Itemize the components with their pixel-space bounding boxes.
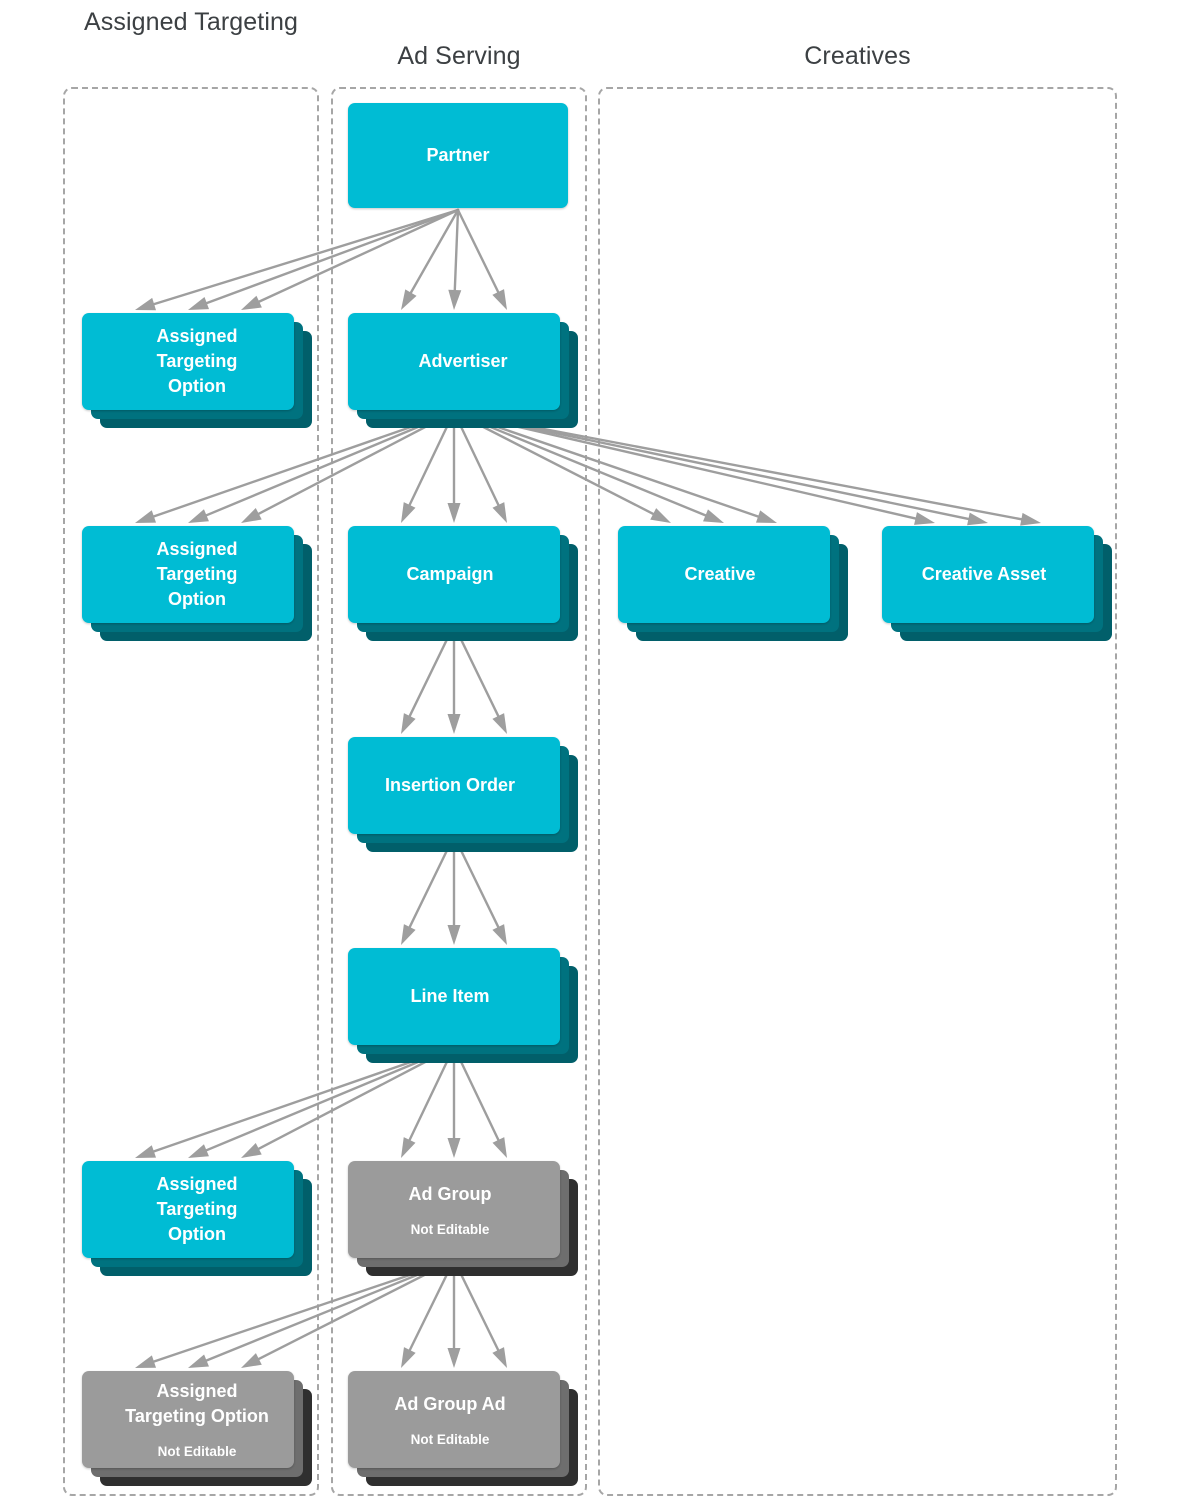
node-title: Line Item <box>410 986 490 1006</box>
column-header-label: Creatives <box>804 42 911 70</box>
node-card[interactable]: Assigned Targeting Option <box>82 1161 294 1258</box>
node-title: Creative <box>684 564 756 584</box>
node-card[interactable]: Advertiser <box>348 313 560 410</box>
node-title: Insertion Order <box>384 775 516 795</box>
node-assigned-targeting-option-advertiser[interactable]: Assigned Targeting Option <box>82 526 312 641</box>
column-header-assigned-targeting: Assigned Targeting <box>63 6 319 39</box>
node-title: Advertiser <box>418 351 508 371</box>
group-container-creatives <box>598 87 1117 1496</box>
node-title: Assigned Targeting Option <box>125 1381 269 1426</box>
node-status-label: Not Editable <box>157 1444 237 1459</box>
node-card[interactable]: Creative <box>618 526 830 623</box>
node-line-item[interactable]: Line Item <box>348 948 578 1063</box>
node-title: Assigned Targeting Option <box>156 326 238 396</box>
node-ad-group-ad[interactable]: Ad Group Ad Not Editable <box>348 1371 578 1486</box>
node-card[interactable]: Assigned Targeting Option <box>82 526 294 623</box>
group-container-ad-serving <box>331 87 587 1496</box>
node-creative[interactable]: Creative <box>618 526 848 641</box>
node-assigned-targeting-option-partner[interactable]: Assigned Targeting Option <box>82 313 312 428</box>
node-status-label: Not Editable <box>410 1221 490 1237</box>
node-card[interactable]: Ad Group Ad Not Editable <box>348 1371 560 1468</box>
node-title: Assigned Targeting Option <box>156 539 238 609</box>
node-title: Ad Group Ad <box>394 1393 506 1414</box>
node-card[interactable]: Line Item <box>348 948 560 1045</box>
node-assigned-targeting-option-ad-group[interactable]: Assigned Targeting Option Not Editable <box>82 1371 312 1486</box>
node-title: Campaign <box>406 564 494 584</box>
node-campaign[interactable]: Campaign <box>348 526 578 641</box>
node-title: Assigned Targeting Option <box>156 1174 238 1244</box>
node-card[interactable]: Assigned Targeting Option <box>82 313 294 410</box>
node-partner[interactable]: Partner <box>348 103 568 208</box>
group-container-assigned-targeting <box>63 87 319 1496</box>
node-card[interactable]: Assigned Targeting Option Not Editable <box>82 1371 294 1468</box>
node-card[interactable]: Insertion Order <box>348 737 560 834</box>
column-header-creatives: Creatives <box>598 40 1117 73</box>
node-title: Ad Group <box>408 1183 492 1204</box>
node-title: Partner <box>426 145 490 165</box>
node-advertiser[interactable]: Advertiser <box>348 313 578 428</box>
node-card[interactable]: Creative Asset <box>882 526 1094 623</box>
node-card[interactable]: Ad Group Not Editable <box>348 1161 560 1258</box>
node-status-label: Not Editable <box>410 1431 490 1447</box>
node-ad-group[interactable]: Ad Group Not Editable <box>348 1161 578 1276</box>
column-header-label: Assigned Targeting <box>84 8 298 36</box>
node-assigned-targeting-option-line-item[interactable]: Assigned Targeting Option <box>82 1161 312 1276</box>
node-card[interactable]: Partner <box>348 103 568 208</box>
node-card[interactable]: Campaign <box>348 526 560 623</box>
column-header-label: Ad Serving <box>397 42 521 70</box>
node-creative-asset[interactable]: Creative Asset <box>882 526 1112 641</box>
column-header-ad-serving: Ad Serving <box>331 40 587 73</box>
node-insertion-order[interactable]: Insertion Order <box>348 737 578 852</box>
node-title: Creative Asset <box>921 564 1047 584</box>
